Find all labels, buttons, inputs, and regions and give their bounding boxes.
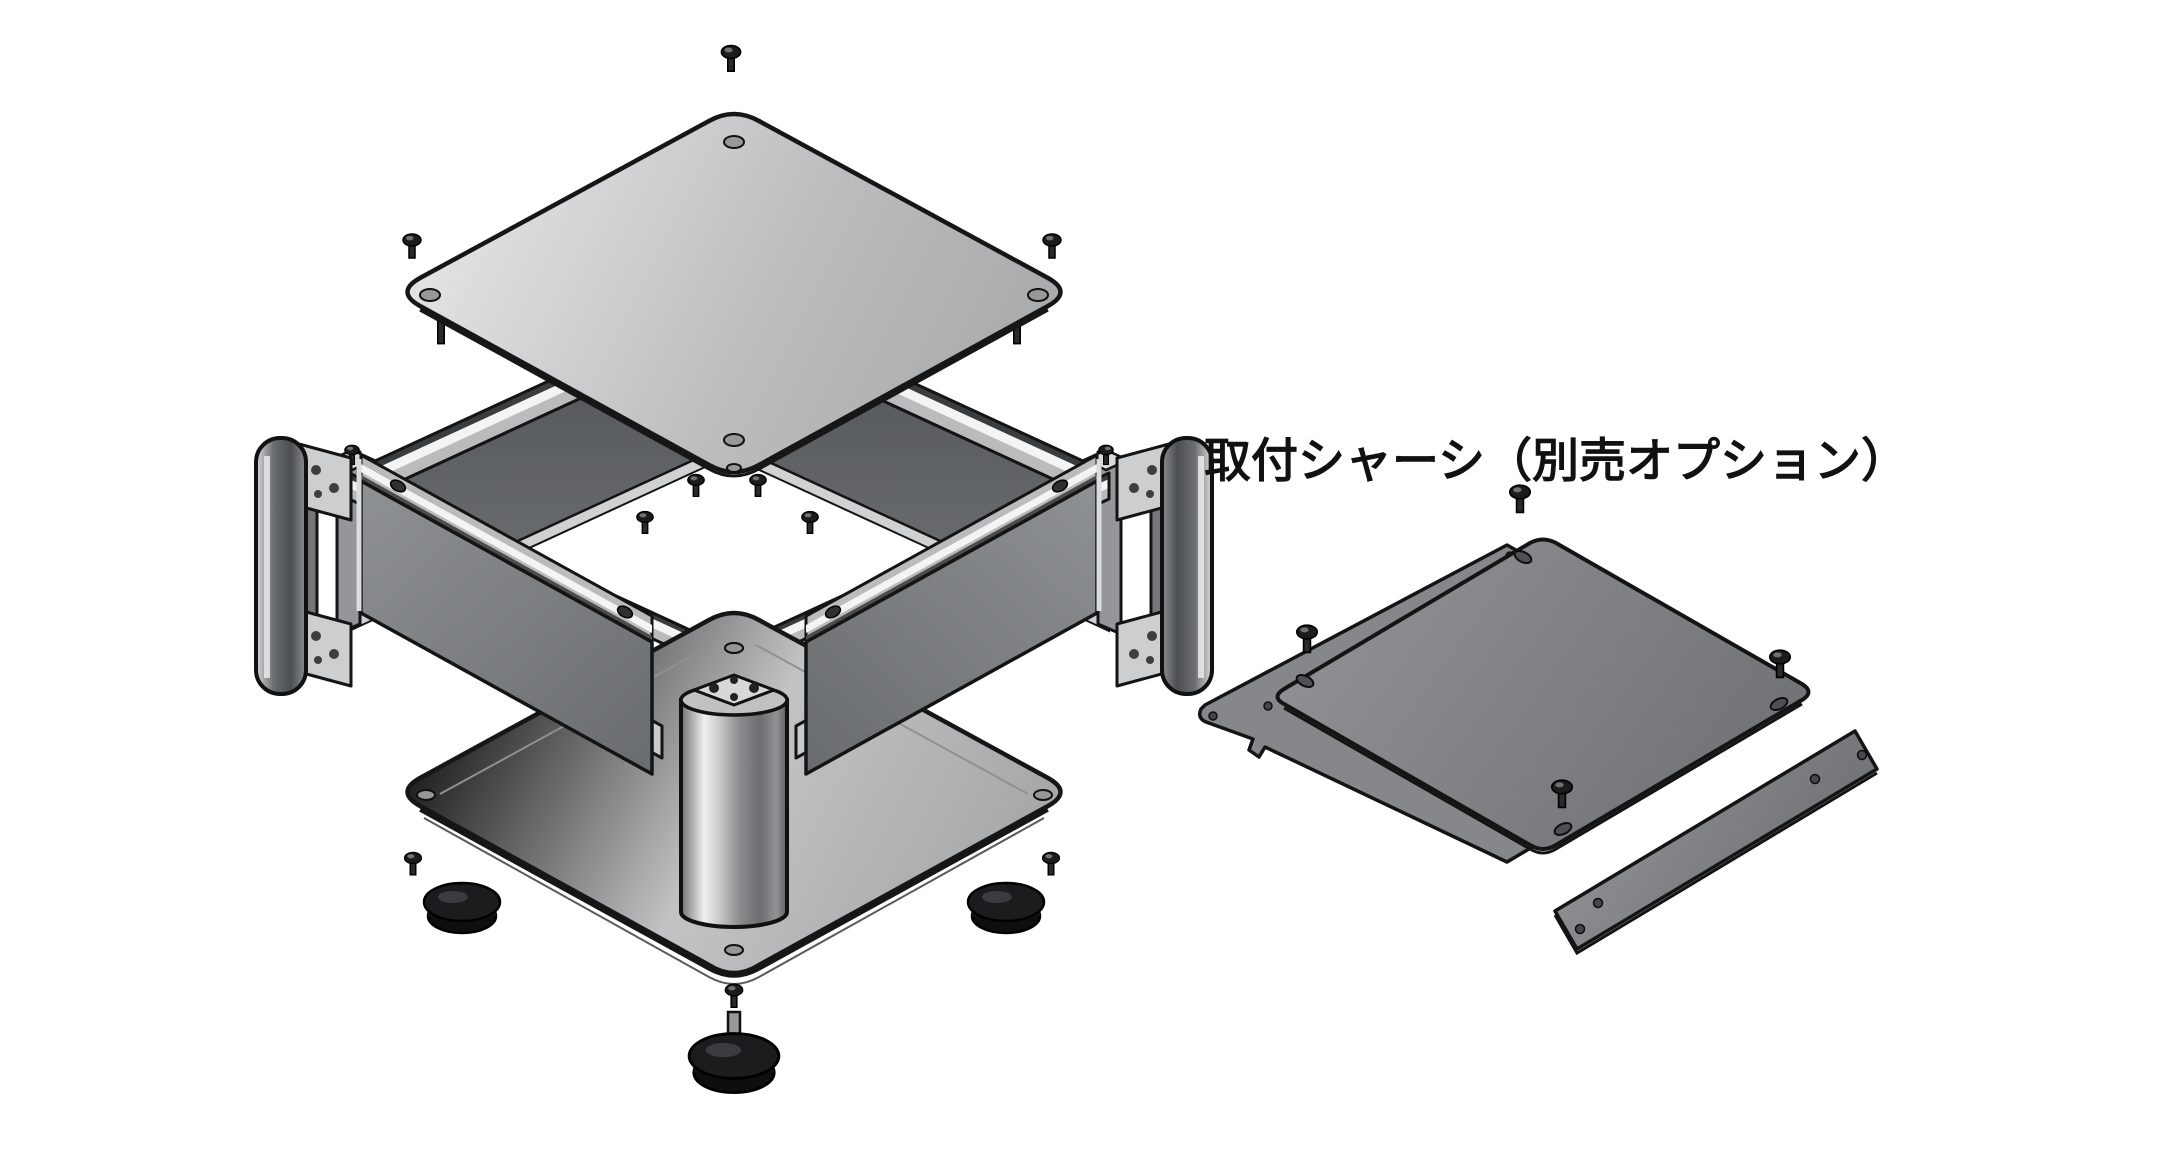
chassis-plate bbox=[1275, 537, 1811, 855]
chassis-option-label: 取付シャーシ（別売オプション） bbox=[1204, 434, 1909, 487]
top-plate-screw-holes bbox=[419, 135, 1049, 473]
rubber-feet bbox=[422, 881, 1046, 1095]
pillar-top-bracket bbox=[692, 673, 776, 707]
mounting-chassis bbox=[1198, 484, 1879, 956]
front-foot-with-stud bbox=[687, 1010, 781, 1095]
right-handle bbox=[1117, 438, 1212, 694]
corner-pillar bbox=[679, 673, 789, 929]
top-cover-plate bbox=[405, 111, 1063, 478]
chassis-slot-holes bbox=[1295, 549, 1789, 837]
chassis-joint-bar bbox=[1553, 729, 1879, 956]
bottom-plate-screw-holes bbox=[416, 642, 1053, 956]
